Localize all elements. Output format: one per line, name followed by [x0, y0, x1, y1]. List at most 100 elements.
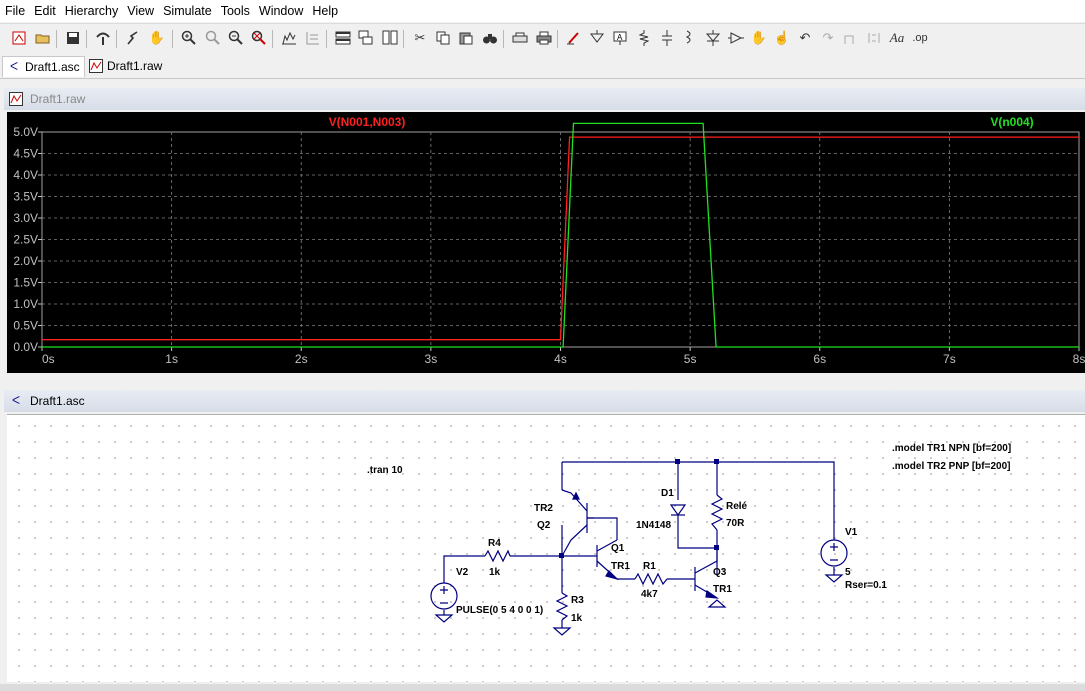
document-tab-bar: ᐸ Draft1.asc Draft1.raw: [0, 54, 1085, 79]
tab-draft1-asc[interactable]: ᐸ Draft1.asc: [2, 56, 85, 77]
paste-icon[interactable]: [456, 28, 476, 48]
halt-icon[interactable]: ✋: [148, 30, 166, 45]
menu-edit[interactable]: Edit: [34, 4, 56, 18]
x-tick-label: 4s: [554, 352, 567, 366]
v2-voltage-source[interactable]: [430, 582, 458, 623]
v2-value-label: PULSE(0 5 4 0 0 1): [456, 605, 543, 616]
zoom-fit-icon[interactable]: [249, 28, 269, 48]
x-tick-label: 8s: [1073, 352, 1085, 366]
ground-icon[interactable]: [587, 28, 607, 48]
wire-icon[interactable]: [564, 28, 584, 48]
y-tick-label: 0.5V: [13, 319, 38, 333]
v1-name-label: V1: [845, 527, 858, 538]
rotate-icon[interactable]: [841, 28, 861, 48]
d1-value-label: 1N4148: [636, 520, 671, 531]
menu-simulate[interactable]: Simulate: [163, 4, 212, 18]
q2-name-label: Q2: [537, 520, 551, 531]
wire-d1-bottom[interactable]: [677, 535, 717, 549]
svg-text:A: A: [617, 33, 623, 42]
redo-icon[interactable]: ↷: [822, 30, 834, 45]
print-preview-icon[interactable]: [510, 28, 530, 48]
r1-value-label: 4k7: [641, 589, 658, 600]
junction-dot: [714, 545, 719, 550]
y-tick-label: 2.5V: [13, 233, 38, 247]
r3-resistor[interactable]: [555, 592, 569, 621]
v1-voltage-source[interactable]: [820, 539, 848, 583]
y-tick-label: 1.0V: [13, 297, 38, 311]
zoom-out-icon[interactable]: [226, 28, 246, 48]
schematic-title-bar: ᐸ Draft1.asc: [4, 390, 1085, 412]
r1-name-label: R1: [643, 561, 656, 572]
menu-help[interactable]: Help: [312, 4, 339, 18]
menu-window[interactable]: Window: [258, 4, 304, 18]
y-tick-label: 5.0V: [13, 125, 38, 139]
waveform-title-bar: Draft1.raw: [4, 88, 1085, 110]
schematic-drawing: .tran 10 .model TR1 NPN [bf=200] .model …: [367, 443, 1011, 636]
zoom-in-icon[interactable]: [179, 28, 199, 48]
diode-icon[interactable]: [703, 28, 723, 48]
r4-resistor[interactable]: [484, 549, 511, 563]
move-icon[interactable]: ✋: [750, 30, 768, 45]
cascade-icon[interactable]: [356, 28, 376, 48]
menu-view[interactable]: View: [127, 4, 155, 18]
mirror-icon[interactable]: [864, 28, 884, 48]
r3-value-label: 1k: [571, 613, 583, 624]
model-tr1-directive[interactable]: .model TR1 NPN [bf=200]: [892, 443, 1011, 454]
wire-q2-q1[interactable]: [587, 517, 618, 540]
grid-icon[interactable]: [303, 28, 323, 48]
undo-icon[interactable]: ↶: [799, 30, 811, 45]
top-rail-wire[interactable]: [562, 461, 835, 540]
q1-model-label: TR1: [611, 561, 630, 572]
component-icon[interactable]: [726, 28, 746, 48]
menu-file[interactable]: File: [5, 4, 26, 18]
tab-label: Draft1.asc: [25, 60, 80, 74]
relay-resistor[interactable]: [710, 494, 724, 531]
copy-icon[interactable]: [433, 28, 453, 48]
q1-transistor[interactable]: [596, 539, 620, 581]
menu-hierarchy[interactable]: Hierarchy: [64, 4, 119, 18]
drag-icon[interactable]: ☝: [773, 30, 791, 45]
wire-v2-r4[interactable]: [443, 555, 485, 583]
autorange-icon[interactable]: [279, 28, 299, 48]
resistor-icon[interactable]: [634, 28, 654, 48]
capacitor-icon[interactable]: [657, 28, 677, 48]
label-icon[interactable]: A: [610, 28, 630, 48]
schematic-window-title: Draft1.asc: [30, 394, 85, 408]
spice-directive-icon[interactable]: .op: [912, 32, 928, 44]
text-icon[interactable]: Aa: [889, 30, 905, 45]
schematic-icon: ᐸ: [9, 61, 19, 73]
x-tick-label: 1s: [165, 352, 178, 366]
y-tick-label: 4.0V: [13, 168, 38, 182]
r1-resistor[interactable]: [634, 572, 668, 586]
cut-icon[interactable]: ✂: [414, 30, 426, 45]
q2-transistor[interactable]: [561, 489, 594, 557]
save-icon[interactable]: [63, 28, 83, 48]
tile-horizontal-icon[interactable]: [333, 28, 353, 48]
control-panel-icon[interactable]: [93, 28, 113, 48]
schematic-canvas[interactable]: .tran 10 .model TR1 NPN [bf=200] .model …: [7, 414, 1085, 682]
wires: [443, 461, 835, 628]
model-tr2-directive[interactable]: .model TR2 PNP [bf=200]: [892, 461, 1010, 472]
q3-transistor[interactable]: [694, 548, 727, 608]
zoom-icon[interactable]: [203, 28, 223, 48]
x-tick-label: 5s: [684, 352, 697, 366]
d1-diode[interactable]: [669, 504, 687, 535]
find-icon[interactable]: [480, 28, 500, 48]
tile-vertical-icon[interactable]: [380, 28, 400, 48]
inductor-icon[interactable]: [680, 28, 700, 48]
tab-draft1-raw[interactable]: Draft1.raw: [85, 56, 166, 76]
new-schematic-icon[interactable]: [9, 28, 29, 48]
y-tick-label: 0.0V: [13, 340, 38, 354]
q1-name-label: Q1: [611, 543, 625, 554]
trace-v-n004-: [42, 122, 1079, 348]
tran-directive[interactable]: .tran 10: [367, 465, 403, 476]
print-icon[interactable]: [534, 28, 554, 48]
open-icon[interactable]: [33, 28, 53, 48]
run-icon[interactable]: [123, 28, 143, 48]
d1-name-label: D1: [661, 488, 674, 499]
tab-label: Draft1.raw: [107, 59, 163, 73]
menu-tools[interactable]: Tools: [220, 4, 250, 18]
v1-value-label: 5: [845, 567, 851, 578]
